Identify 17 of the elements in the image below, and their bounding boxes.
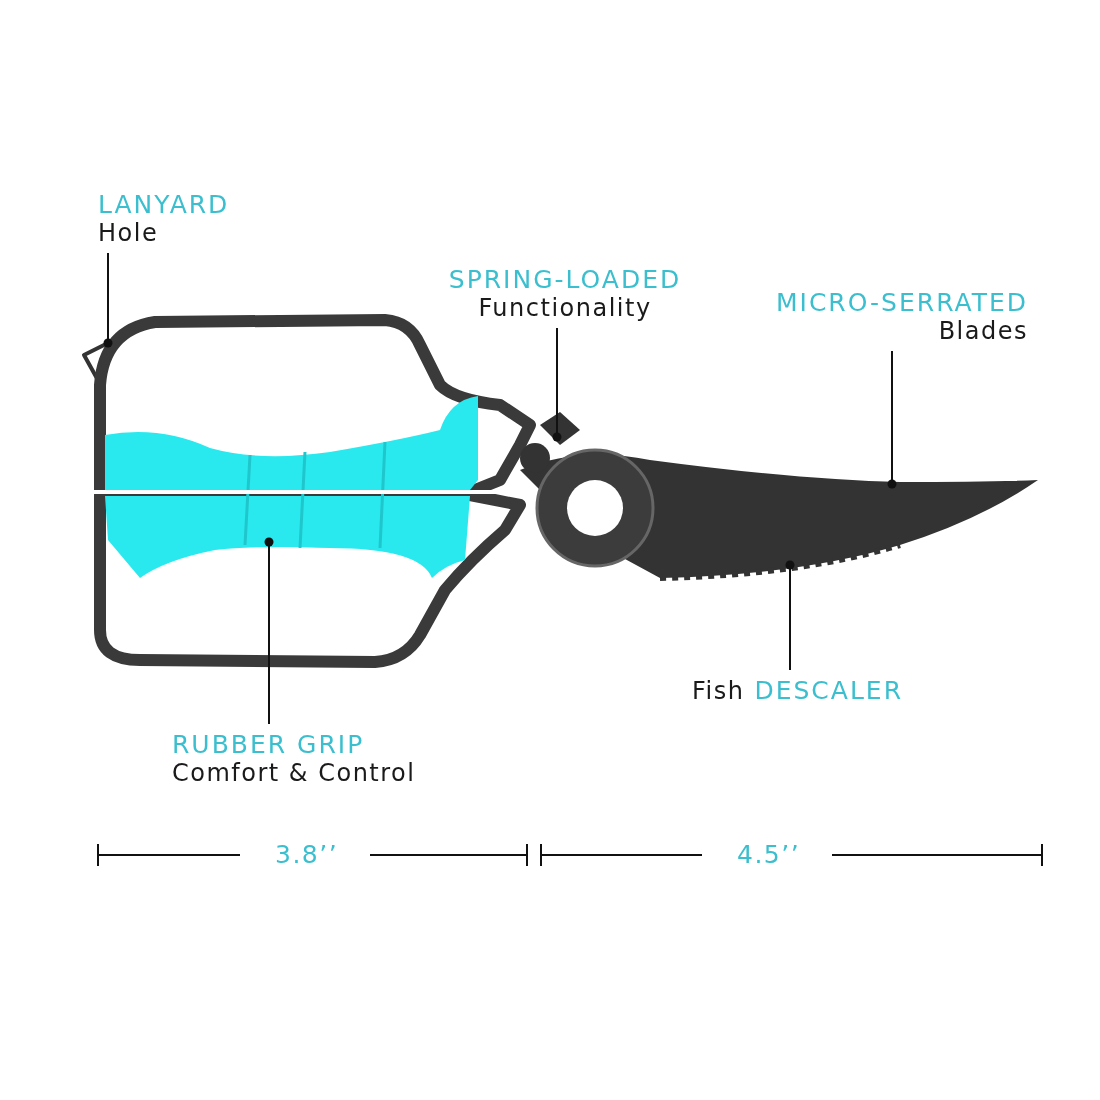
part-heading: LANYARD [98, 190, 230, 219]
dimension-label: 4.5’’ [737, 840, 801, 869]
dimension-label: 3.8’’ [275, 840, 339, 869]
part-heading: DESCALER [754, 676, 904, 705]
leader-line [887, 350, 897, 489]
part-description: Comfort & Control [172, 759, 416, 787]
part-heading: SPRING-LOADED [447, 265, 683, 294]
leader-line [264, 537, 274, 725]
part-description: Blades [937, 317, 1028, 345]
leader-line [552, 327, 562, 442]
part-heading: RUBBER GRIP [172, 730, 366, 759]
part-description: Functionality [477, 294, 653, 322]
part-description: Fish [692, 677, 745, 705]
leader-line [785, 560, 795, 671]
part-heading: MICRO-SERRATED [774, 288, 1028, 317]
part-description: Hole [98, 219, 160, 247]
leader-line [103, 252, 113, 348]
